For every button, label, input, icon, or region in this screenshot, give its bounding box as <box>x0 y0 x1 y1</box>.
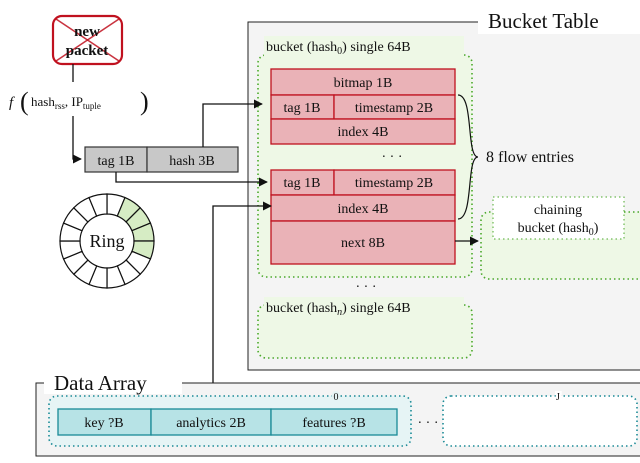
next-field: next 8B <box>341 236 385 251</box>
flow-entry-1: bitmap 1B tag 1B timestamp 2B index 4B <box>270 68 456 145</box>
bucket-n: bucket (hashn) single 64B <box>257 297 473 359</box>
svg-text:(: ( <box>20 87 29 116</box>
svg-text:): ) <box>140 87 149 116</box>
record-index-0: 0 <box>334 392 339 403</box>
ring-slot <box>88 193 108 217</box>
bucket-table-title: Bucket Table <box>488 9 599 33</box>
hash-to-bucket-arrow <box>202 99 263 147</box>
new-packet-box: new packet <box>51 14 124 66</box>
features-field: features ?B <box>302 416 365 431</box>
ring-buffer <box>59 193 155 289</box>
bucket-0-label: bucket (hash0) single 64B <box>266 40 411 57</box>
key-tag: tag 1B <box>98 154 135 169</box>
new-packet-line1: new <box>74 24 100 40</box>
bucket-n-label: bucket (hashn) single 64B <box>266 301 411 318</box>
data-array-title: Data Array <box>54 371 147 395</box>
flow-entries-label: 8 flow entries <box>486 149 574 166</box>
chaining-bucket: chaining bucket (hash0) <box>480 196 640 280</box>
hash-key: tag 1B hash 3B <box>84 146 239 173</box>
flow-entry-8: tag 1B timestamp 2B index 4B next 8B <box>270 169 456 265</box>
index-field: index 4B <box>338 202 389 217</box>
ring-label: Ring <box>89 231 124 251</box>
hash-args: hashrss, IPtuple <box>31 94 101 111</box>
hash-to-key-arrow <box>72 116 82 164</box>
chaining-label-2: bucket (hash0) <box>518 221 599 238</box>
tag-to-entry-arrow <box>115 172 268 187</box>
new-packet-line2: packet <box>66 43 109 59</box>
timestamp-field: timestamp 2B <box>355 101 433 116</box>
analytics-field: analytics 2B <box>176 416 246 431</box>
record-index-j: J <box>556 392 560 403</box>
index-field: index 4B <box>338 125 389 140</box>
index-to-data-arrow <box>212 201 272 394</box>
tag-field: tag 1B <box>284 176 321 191</box>
tag-field: tag 1B <box>284 101 321 116</box>
chaining-label-1: chaining <box>534 203 582 218</box>
timestamp-field: timestamp 2B <box>355 176 433 191</box>
flow-entries-brace <box>457 94 479 220</box>
key-field: key ?B <box>84 416 123 431</box>
key-hash: hash 3B <box>169 154 215 169</box>
hash-f: f <box>9 95 15 111</box>
data-record-j: J <box>442 390 638 447</box>
records-ellipsis: · · · <box>418 416 439 431</box>
entries-ellipsis: · · · <box>382 150 403 165</box>
hash-function: f ( hashrss, IPtuple ) <box>9 87 149 116</box>
bitmap-field: bitmap 1B <box>334 76 393 91</box>
buckets-ellipsis: · · · <box>356 280 377 295</box>
data-record-0: 0 key ?B analytics 2B features ?B <box>48 390 412 447</box>
